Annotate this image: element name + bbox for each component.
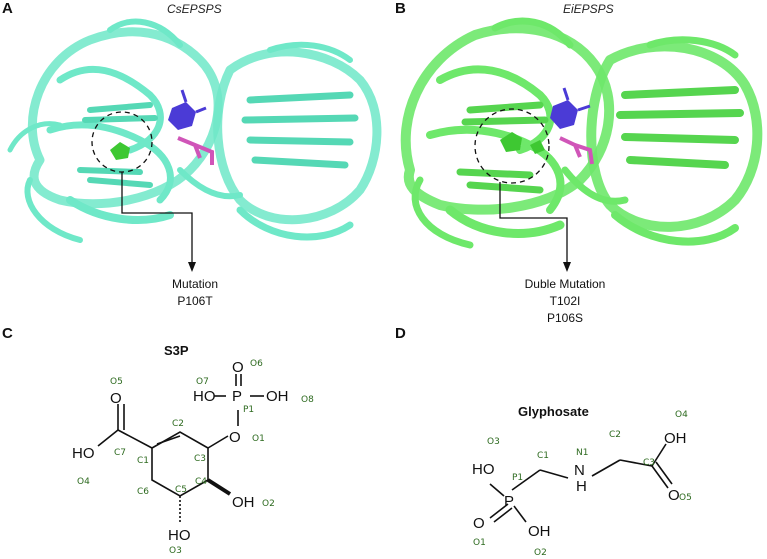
glyph-label-c1: C1 [537, 451, 549, 461]
s3p-label-o8: O8 [301, 395, 314, 405]
protein-title-b: EiEPSPS [563, 2, 614, 16]
glyph-n: N [574, 462, 585, 479]
mutation-heading-a: Mutation [171, 277, 219, 291]
s3p-label-c5: C5 [175, 485, 187, 495]
ligand-pink-b [559, 136, 594, 165]
glyph-p-oh: HO [472, 461, 495, 478]
glyph-p-oh2: OH [528, 523, 551, 540]
s3p-p: P [232, 388, 242, 405]
glyphosate-title: Glyphosate [518, 404, 589, 419]
s3p-label-o5: O5 [110, 377, 123, 387]
panel-letter-c: C [2, 325, 13, 342]
protein-title-a: CsEPSPS [167, 2, 222, 16]
binding-site-circle-b [474, 108, 550, 184]
s3p-label-c3: C3 [194, 454, 206, 464]
s3p-label-o7: O7 [196, 377, 209, 387]
mutation-label-a: Mutation P106T [150, 276, 240, 310]
protein-ribbon-b [400, 17, 763, 249]
s3p-carbonyl-o: O [110, 390, 122, 407]
glyph-label-c3: C3 [643, 458, 655, 468]
s3p-label-c1: C1 [137, 456, 149, 466]
glyph-carbonyl-o: O [668, 487, 680, 504]
panel-letter-a: A [2, 0, 13, 17]
s3p-label-o1: O1 [252, 434, 265, 444]
s3p-label-o4: O4 [77, 477, 90, 487]
mutation-item-b-1: T102I [549, 294, 581, 308]
glyph-label-o1: O1 [473, 538, 486, 548]
ligand-blue-a [168, 89, 207, 130]
glyph-label-n1: N1 [576, 448, 588, 458]
mutation-label-b: Duble Mutation T102I P106S [505, 276, 625, 327]
panel-letter-b: B [395, 0, 406, 17]
s3p-label-c6: C6 [137, 487, 149, 497]
s3p-o-link: O [229, 429, 241, 446]
mutation-item-a-1: P106T [177, 294, 213, 308]
glyph-label-c2: C2 [609, 430, 621, 440]
s3p-c4-oh: OH [232, 494, 255, 511]
glyph-label-o5: O5 [679, 493, 692, 503]
glyph-oh-top: OH [664, 430, 687, 447]
s3p-o-top: O [232, 359, 244, 376]
protein-ribbon-a [7, 18, 382, 243]
glyph-label-o4: O4 [675, 410, 688, 420]
mutation-item-b-2: P106S [546, 311, 584, 325]
glyph-label-o2: O2 [534, 548, 547, 558]
s3p-oh-right: OH [266, 388, 289, 405]
glyph-h: H [576, 478, 587, 495]
panel-letter-d: D [395, 325, 406, 342]
s3p-title: S3P [164, 343, 189, 358]
ligand-green-b [500, 132, 545, 154]
s3p-label-p1: P1 [243, 405, 254, 415]
s3p-c5-ho: HO [168, 527, 191, 544]
s3p-label-o2: O2 [262, 499, 275, 509]
glyph-label-o3: O3 [487, 437, 500, 447]
glyph-p: P [504, 493, 514, 510]
s3p-label-c4: C4 [195, 477, 207, 487]
glyph-p-o: O [473, 515, 485, 532]
callout-line-b [499, 182, 568, 268]
ligand-pink-a [177, 136, 214, 165]
s3p-label-c7: C7 [114, 448, 126, 458]
callout-line-a [121, 172, 193, 268]
s3p-label-o6: O6 [250, 359, 263, 369]
s3p-label-c2: C2 [172, 419, 184, 429]
ligand-blue-b [550, 87, 591, 129]
mutation-heading-b: Duble Mutation [524, 277, 606, 291]
protein-structures [7, 17, 763, 272]
s3p-label-o3: O3 [169, 546, 182, 556]
glyph-label-p1: P1 [512, 473, 523, 483]
s3p-ho-left: HO [193, 388, 216, 405]
s3p-cooh-ho: HO [72, 445, 95, 462]
ligand-green-a [110, 142, 130, 160]
